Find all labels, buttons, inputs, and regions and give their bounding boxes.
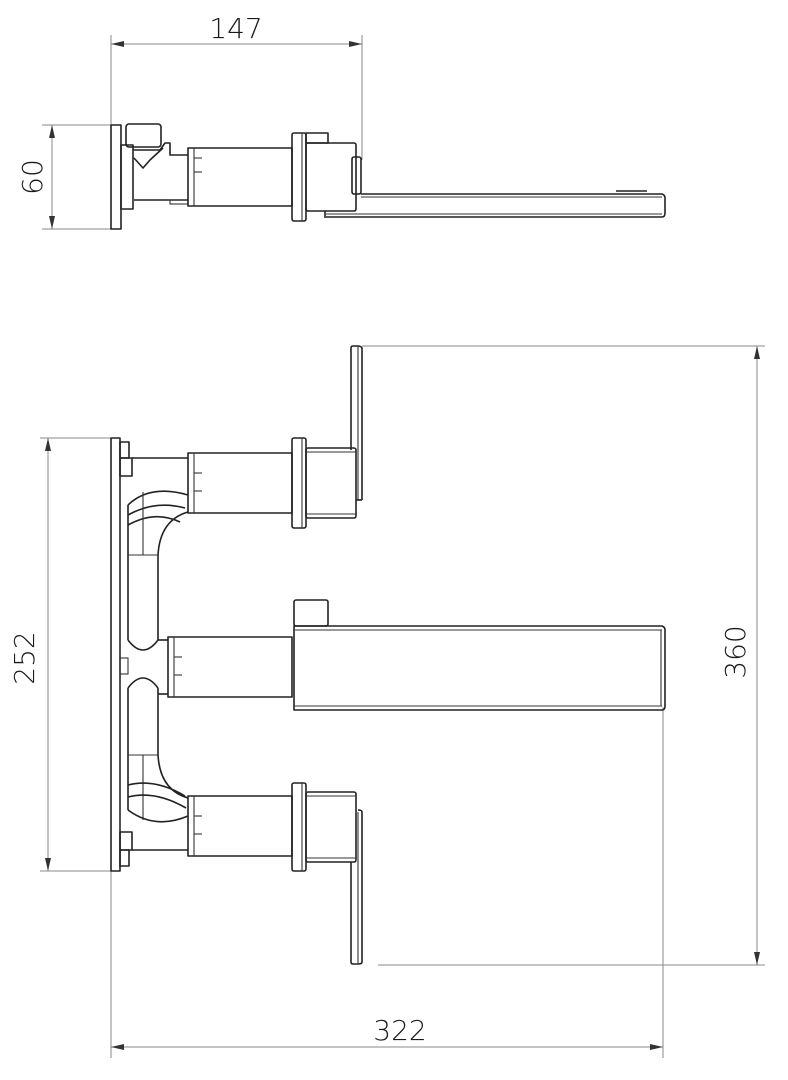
flange-top bbox=[291, 132, 362, 222]
dimension-147: 147 bbox=[110, 12, 363, 160]
spout-top bbox=[326, 190, 666, 218]
front-view: 252 360 322 bbox=[8, 345, 765, 1058]
dimension-60: 60 bbox=[16, 124, 111, 230]
manifold-pipe bbox=[127, 490, 189, 823]
dimension-322: 322 bbox=[110, 707, 664, 1058]
dimension-label-360: 360 bbox=[719, 625, 752, 678]
dimension-label-252: 252 bbox=[8, 631, 41, 684]
dimension-label-322: 322 bbox=[373, 1014, 426, 1047]
wall-plate-top bbox=[110, 124, 134, 230]
dimension-252: 252 bbox=[8, 437, 111, 872]
top-view: 147 60 bbox=[16, 12, 666, 230]
dimension-360: 360 bbox=[362, 345, 765, 966]
wall-plate-front bbox=[110, 437, 133, 872]
upper-lever bbox=[350, 345, 363, 501]
valve-body-top bbox=[125, 123, 293, 207]
spout-body bbox=[158, 599, 666, 711]
lower-lever bbox=[350, 809, 363, 965]
upper-valve bbox=[132, 437, 357, 529]
dimension-label-147: 147 bbox=[209, 12, 262, 45]
dimension-label-60: 60 bbox=[16, 159, 49, 195]
lower-valve bbox=[132, 782, 357, 872]
